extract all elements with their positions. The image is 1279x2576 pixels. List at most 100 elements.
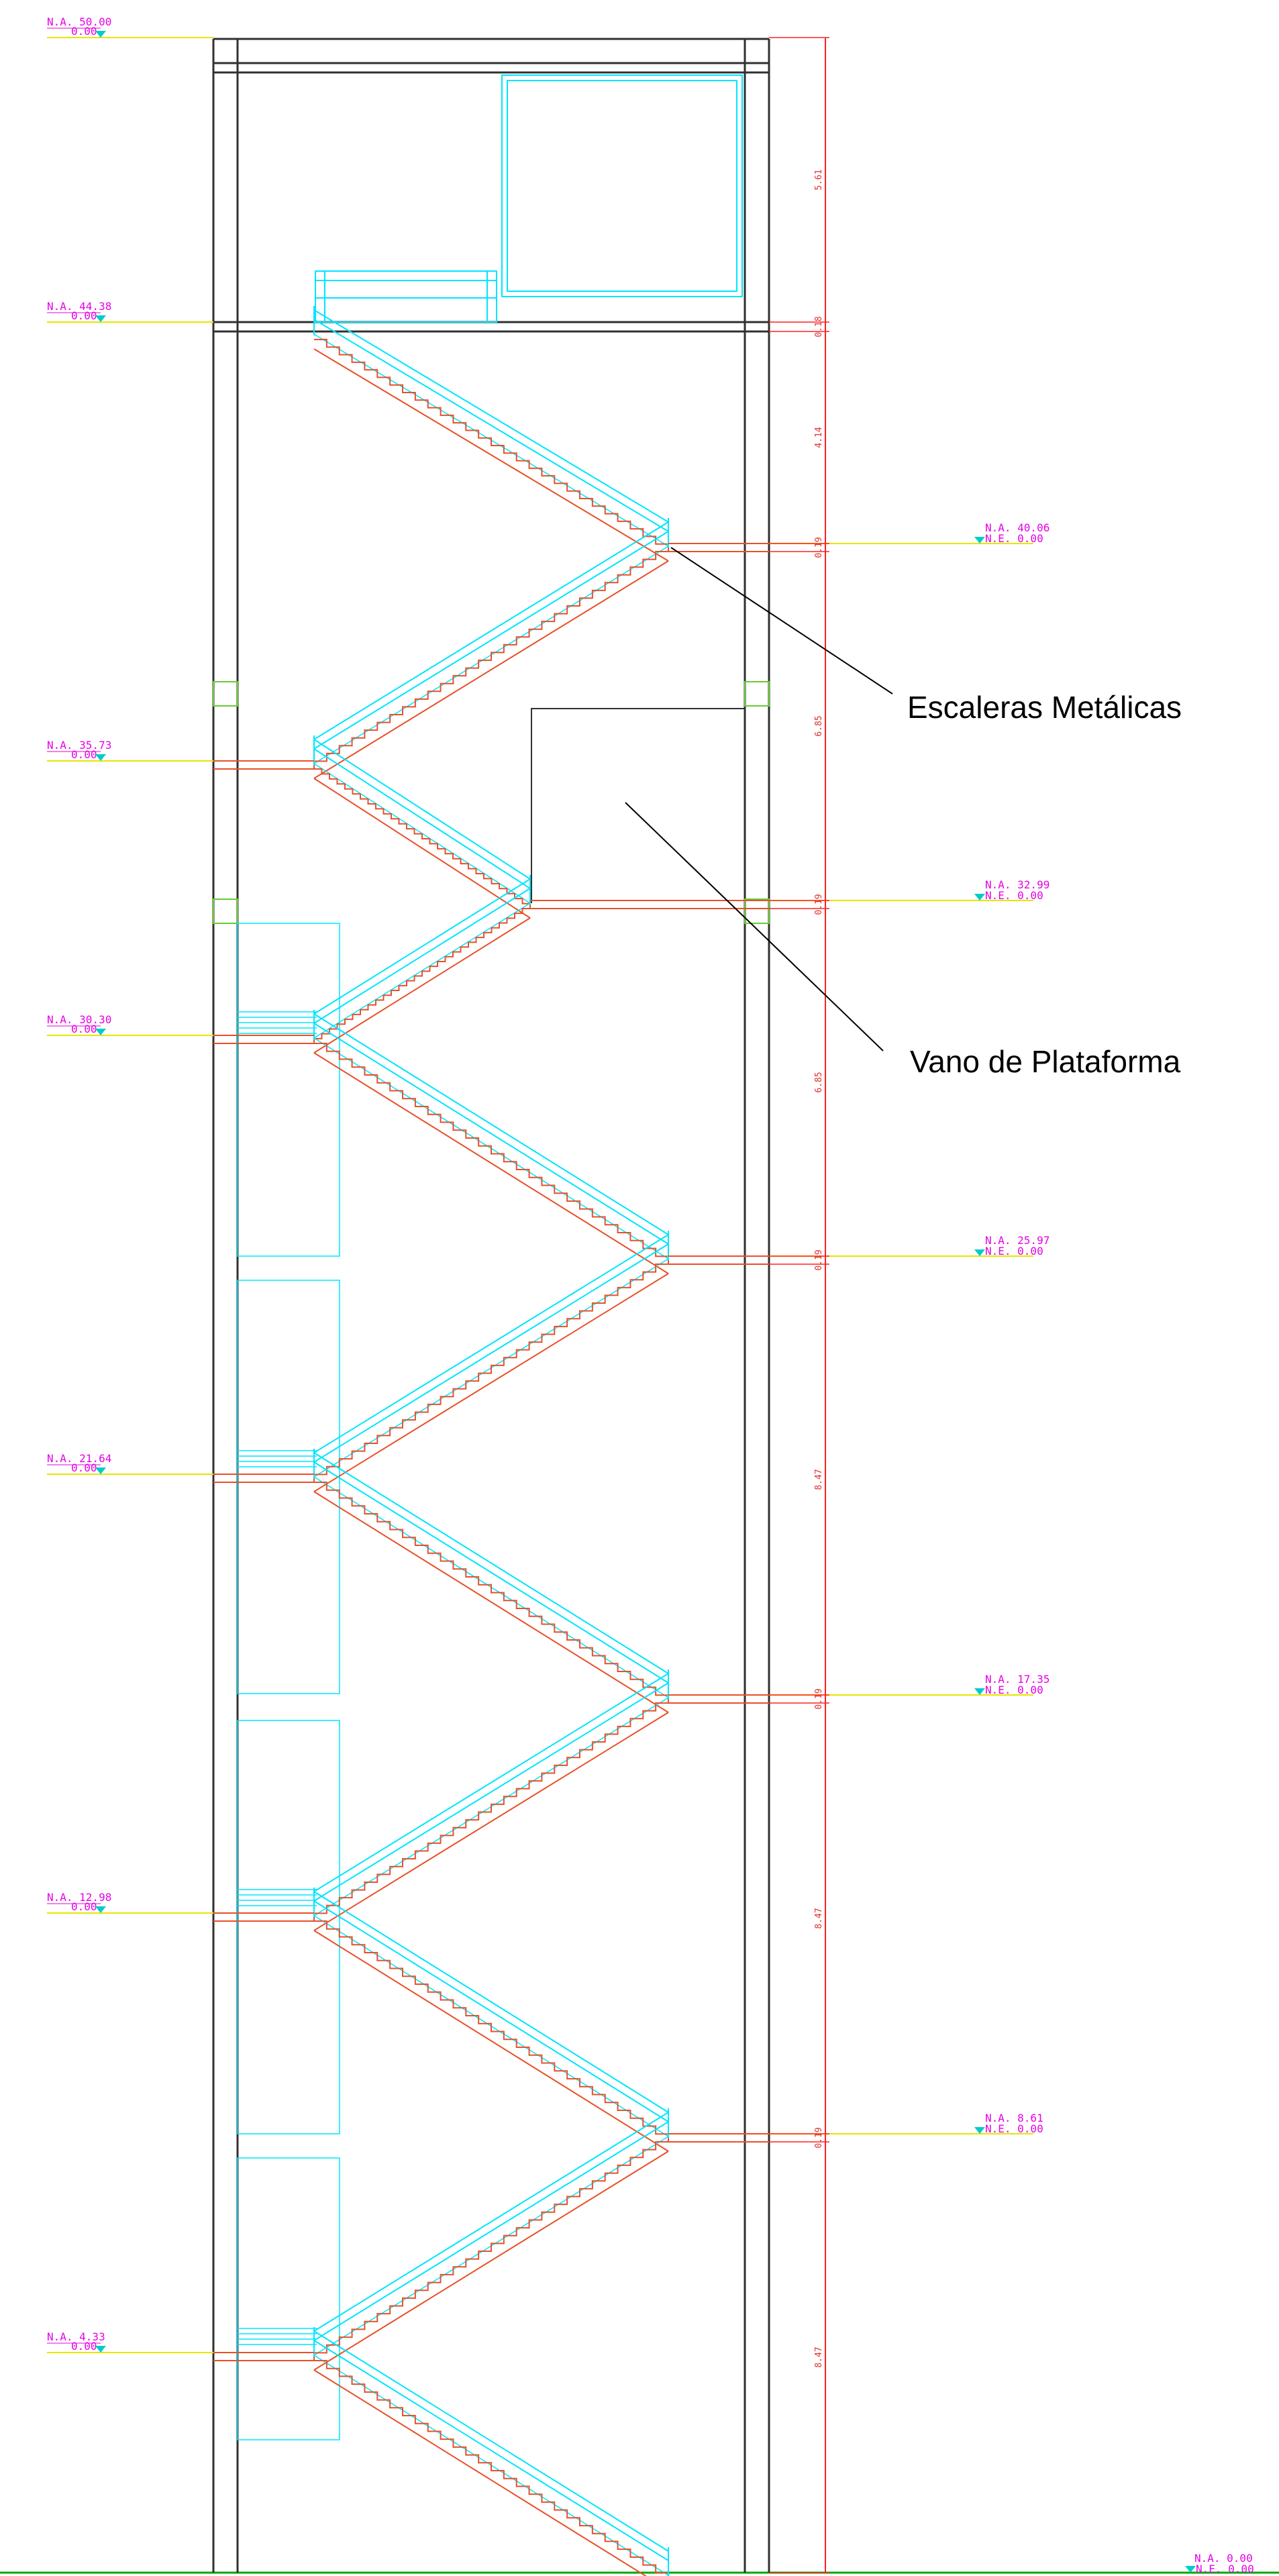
callout-platform: Vano de Plataforma bbox=[625, 802, 1181, 1079]
dimension-value: 0.19 bbox=[814, 2127, 824, 2148]
platform-opening bbox=[531, 708, 745, 903]
level-marker-icon bbox=[95, 2346, 106, 2353]
level-marker-icon bbox=[95, 31, 106, 38]
level-label: N.A. 25.97 bbox=[985, 1234, 1050, 1247]
stair-handrail-top bbox=[313, 739, 531, 880]
stair-soffit bbox=[313, 1712, 669, 1931]
stair-flight bbox=[313, 1669, 669, 1931]
dimension-value: 0.19 bbox=[814, 894, 824, 915]
level-label: N.A. 40.06 bbox=[985, 521, 1050, 534]
stair-soffit bbox=[313, 1930, 669, 2152]
stair-steps bbox=[313, 1702, 668, 1921]
stair-handrail-top bbox=[313, 1234, 669, 1453]
level-value: N.E. 0.00 bbox=[985, 1684, 1043, 1696]
stair-flight bbox=[313, 1231, 669, 1492]
dimension-value: 8.47 bbox=[814, 1469, 824, 1490]
equipment-box bbox=[501, 74, 743, 297]
level-value: 0.00 bbox=[71, 748, 97, 761]
stair-handrail bbox=[313, 319, 669, 532]
level-marker-icon bbox=[974, 1249, 985, 1256]
level-marker-icon bbox=[95, 315, 106, 322]
level-label: N.A. 50.00 bbox=[47, 15, 111, 28]
stair-handrail bbox=[313, 888, 531, 1024]
level-label: N.A. 35.73 bbox=[47, 739, 111, 752]
level-value: N.E. 0.00 bbox=[1196, 2563, 1254, 2575]
level-marker-icon bbox=[1185, 2566, 1196, 2573]
landing-hatches bbox=[238, 1011, 317, 2345]
stair-flight bbox=[313, 875, 531, 1053]
stair-flight bbox=[313, 2327, 669, 2576]
dimension-value: 0.18 bbox=[814, 316, 824, 337]
metal-stairs bbox=[313, 306, 669, 2576]
top-railing bbox=[315, 270, 497, 323]
level-marker-icon bbox=[974, 894, 985, 900]
stair-soffit bbox=[313, 917, 531, 1053]
dimension-value: 5.61 bbox=[814, 169, 824, 190]
level-value: 0.00 bbox=[71, 1023, 97, 1035]
stair-flight bbox=[313, 518, 669, 779]
stair-steps bbox=[313, 908, 530, 1043]
stair-flight bbox=[313, 2108, 669, 2371]
level-value: N.E. 0.00 bbox=[985, 2122, 1043, 2135]
level-marker-icon bbox=[974, 537, 985, 544]
stair-handrail bbox=[313, 1243, 669, 1463]
level-label: N.A. 21.64 bbox=[47, 1452, 111, 1465]
stair-soffit bbox=[313, 348, 669, 562]
dimension-value: 6.85 bbox=[814, 715, 824, 736]
level-value: N.E. 0.00 bbox=[985, 1245, 1043, 1257]
callout-stairs-label: Escaleras Metálicas bbox=[907, 690, 1182, 725]
stair-flight bbox=[313, 1888, 669, 2152]
stair-flight bbox=[313, 735, 531, 919]
level-label: N.A. 44.38 bbox=[47, 300, 111, 313]
level-value: N.E. 0.00 bbox=[985, 532, 1043, 545]
level-marker-icon bbox=[95, 1029, 106, 1035]
stair-steps bbox=[314, 2360, 669, 2576]
level-marker-icon bbox=[95, 1906, 106, 1913]
stair-handrail-top bbox=[313, 878, 531, 1015]
stair-steps bbox=[313, 551, 668, 769]
stair-handrail bbox=[313, 1900, 669, 2122]
level-label: N.A. 30.30 bbox=[47, 1013, 111, 1026]
stair-handrail bbox=[313, 1023, 669, 1245]
level-label: N.A. 12.98 bbox=[47, 1891, 111, 1904]
stair-handrail bbox=[313, 2121, 669, 2341]
dimension-value: 0.19 bbox=[814, 1249, 824, 1270]
level-value: 0.00 bbox=[71, 309, 97, 322]
dimension-value: 4.14 bbox=[814, 427, 824, 448]
stair-steps bbox=[314, 1043, 669, 1264]
dimension-chain: 5.610.184.140.196.850.196.850.198.470.19… bbox=[769, 37, 829, 2573]
level-label: N.A. 32.99 bbox=[985, 878, 1050, 891]
stair-handrail-top bbox=[313, 1891, 669, 2113]
stair-soffit bbox=[313, 2369, 648, 2576]
stair-flight bbox=[313, 1449, 669, 1713]
callout-platform-label: Vano de Plataforma bbox=[910, 1044, 1181, 1079]
stair-soffit bbox=[313, 1491, 669, 1713]
level-value: 0.00 bbox=[71, 1900, 97, 1913]
level-value: 0.00 bbox=[71, 25, 97, 38]
wall-panels bbox=[237, 923, 340, 2440]
stair-steps bbox=[313, 2141, 668, 2361]
dimension-value: 8.47 bbox=[814, 2347, 824, 2367]
level-label: N.A. 0.00 bbox=[1194, 2552, 1253, 2565]
level-marker-icon bbox=[95, 754, 106, 761]
stair-handrail-top bbox=[313, 2112, 669, 2332]
stair-handrail bbox=[313, 531, 669, 750]
stair-soffit bbox=[313, 1273, 669, 1492]
level-marker-icon bbox=[974, 1688, 985, 1695]
stair-flight bbox=[313, 306, 669, 562]
stair-handrail bbox=[313, 1682, 669, 1902]
stair-steps bbox=[313, 1264, 668, 1482]
stair-handrail-top bbox=[313, 1452, 669, 1674]
level-marker-icon bbox=[974, 2127, 985, 2134]
leader-stairs bbox=[670, 547, 893, 694]
stair-handrail bbox=[313, 748, 531, 889]
stair-handrail-top bbox=[313, 309, 669, 523]
stair-flight bbox=[313, 1010, 669, 1274]
level-value: 0.00 bbox=[71, 1461, 97, 1474]
stair-soffit bbox=[313, 2151, 669, 2371]
level-label: N.A. 8.61 bbox=[985, 2112, 1043, 2124]
stair-steps bbox=[314, 768, 531, 909]
tower-structure bbox=[212, 38, 770, 2573]
stair-soffit bbox=[313, 1052, 669, 1274]
